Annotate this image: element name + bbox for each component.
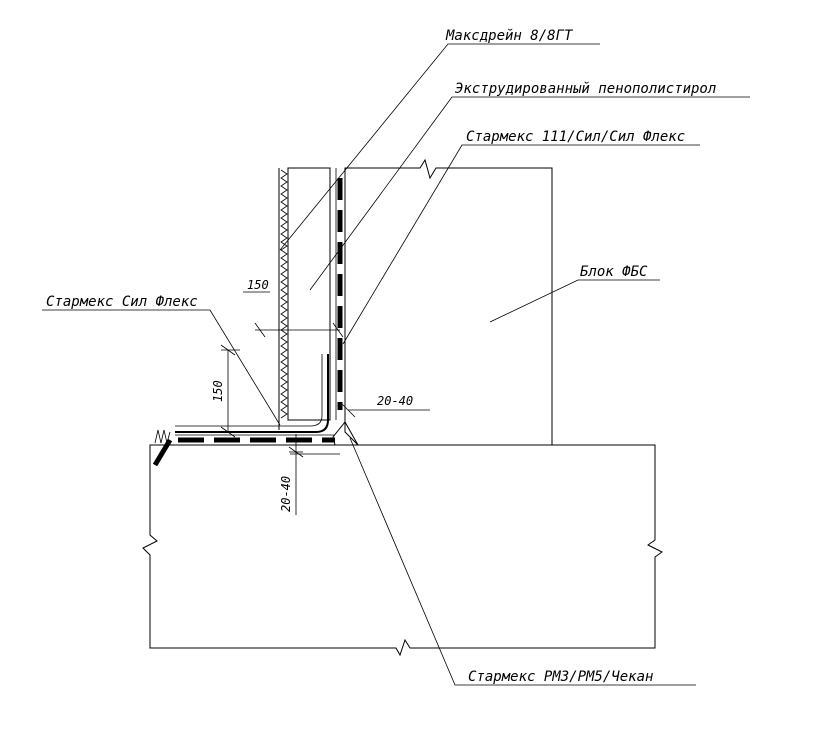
label-starmex-111: Стармекс 111/Сил/Сил Флекс — [466, 129, 685, 145]
dimension-150-vertical: 150 — [211, 344, 240, 438]
drainage-membrane — [278, 168, 288, 430]
xps-insulation — [287, 167, 331, 421]
dim-20-40-bottom-label: 20-40 — [279, 476, 293, 512]
corner-fillet — [332, 421, 359, 446]
label-maxdrain: Максдрейн 8/8ГТ — [445, 28, 574, 44]
dim-150-h-label: 150 — [247, 278, 269, 292]
label-block-fbs: Блок ФБС — [580, 264, 648, 280]
leader-lines — [42, 43, 750, 686]
label-starmex-rm: Стармекс РМ3/РМ5/Чекан — [468, 669, 653, 685]
dim-150-v-label: 150 — [211, 380, 225, 402]
dimension-20-40-top: 20-40 — [340, 394, 430, 418]
dimension-20-40-bottom: 20-40 — [279, 434, 340, 515]
foundation-slab — [142, 444, 663, 657]
dim-20-40-top-label: 20-40 — [377, 394, 413, 408]
label-starmex-sil-flex: Стармекс Сил Флекс — [46, 294, 198, 310]
label-xps: Экструдированный пенополистирол — [455, 81, 716, 97]
dimension-150-horizontal: 150 — [243, 278, 344, 338]
fbs-block — [344, 158, 553, 446]
waterproofing-layer — [152, 168, 346, 467]
